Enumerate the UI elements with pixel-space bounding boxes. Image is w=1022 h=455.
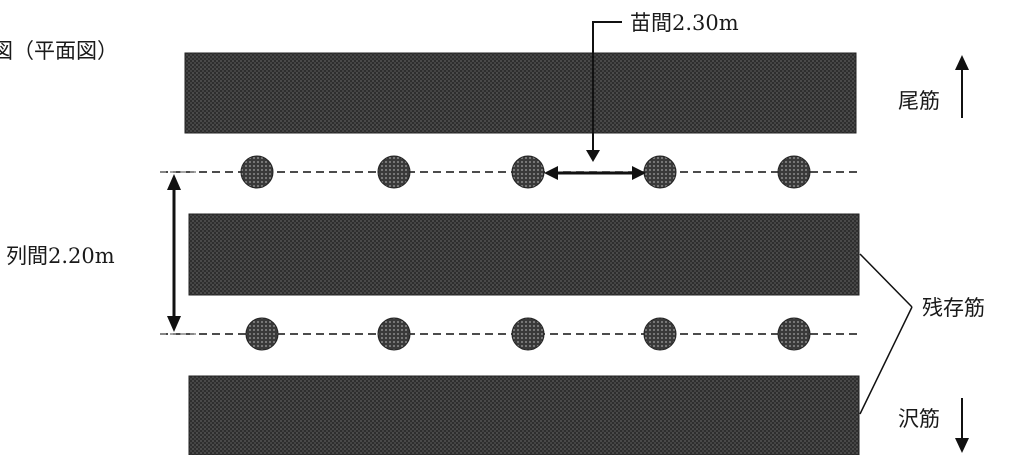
seedling [245, 317, 279, 351]
seedling-spacing-annotation: 苗間2.30m [544, 11, 739, 180]
row-spacing-label: 列間2.20m [6, 244, 115, 268]
row-spacing-arrowhead-bottom [167, 316, 181, 332]
downslope-label: 沢筋 [898, 407, 940, 431]
upslope-label: 尾筋 [898, 89, 940, 113]
seedling [643, 155, 677, 189]
row-spacing-arrowhead-top [167, 174, 181, 190]
downslope-indicator: 沢筋 [898, 398, 969, 453]
upslope-arrow-icon [955, 55, 969, 70]
seedling [777, 317, 811, 351]
seedling [240, 155, 274, 189]
diagram-title: 図（平面図） [0, 39, 118, 63]
seedling [643, 317, 677, 351]
residual-strip-leader-upper [859, 253, 913, 308]
residual-strip-bottom [188, 375, 860, 455]
residual-strip-label: 残存筋 [922, 296, 985, 320]
seedling-spacing-label: 苗間2.30m [630, 11, 739, 35]
upslope-indicator: 尾筋 [898, 55, 969, 118]
residual-strip-middle [188, 213, 860, 296]
seedling [777, 155, 811, 189]
seedling-spacing-arrowhead-right [632, 166, 646, 180]
seedling [511, 155, 545, 189]
residual-strip-leader-lower [859, 306, 913, 415]
residual-strip-callout: 残存筋 [859, 253, 985, 415]
seedling-spacing-leader-arrowhead [586, 150, 600, 162]
seedling-spacing-leader-line [592, 21, 622, 152]
seedling-spacing-arrowhead-left [544, 166, 558, 180]
seedling-row-1 [240, 155, 811, 189]
seedling [377, 155, 411, 189]
seedling [511, 317, 545, 351]
row-spacing-annotation: 列間2.20m [6, 171, 200, 335]
downslope-arrow-icon [955, 438, 969, 453]
seedling [377, 317, 411, 351]
seedling-row-2 [245, 317, 811, 351]
residual-strip-top [184, 52, 857, 134]
